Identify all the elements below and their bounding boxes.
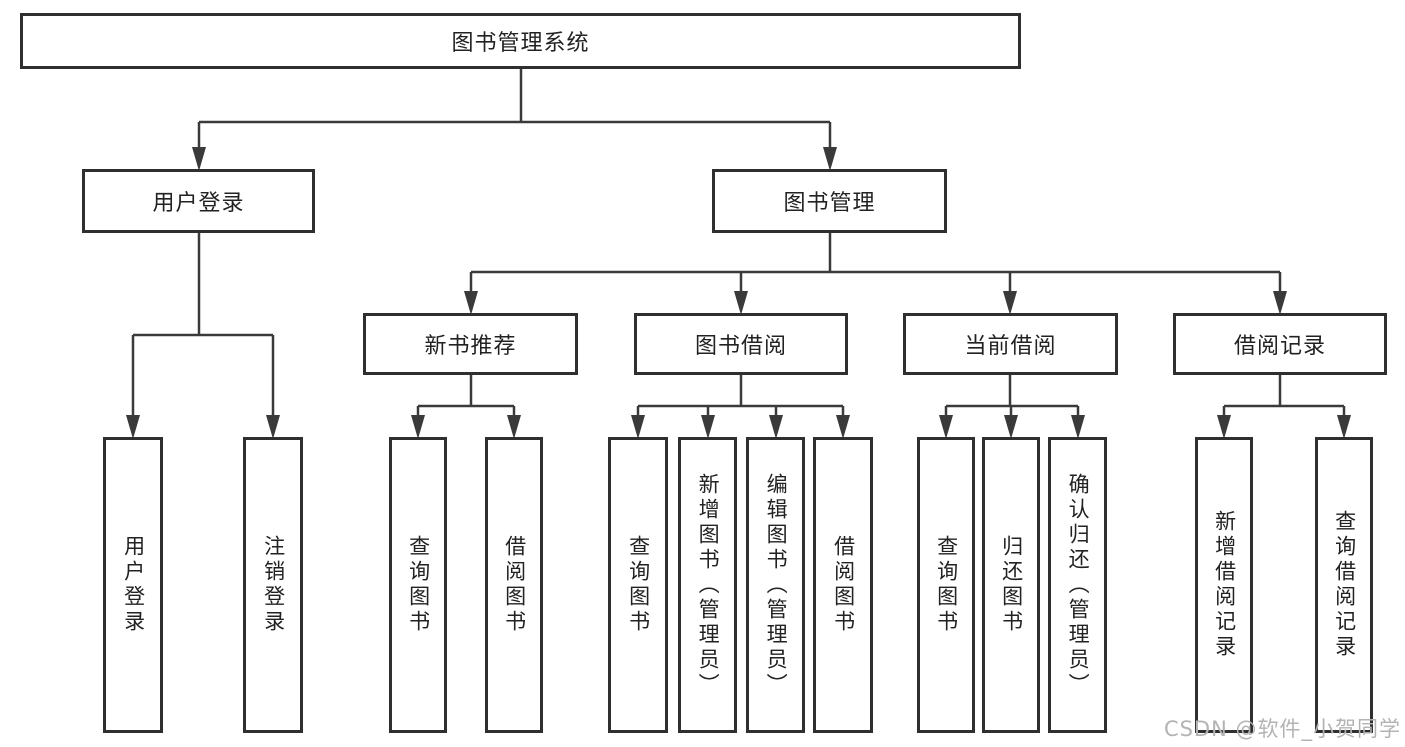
- leaf-add-books-admin: 新增图书（管理员）: [678, 437, 737, 733]
- node-label: 借阅记录: [1233, 334, 1326, 359]
- leaf-label: 新增借阅记录: [1212, 510, 1237, 660]
- leaf-edit-books-admin: 编辑图书（管理员）: [746, 437, 805, 733]
- connector-borrow-records-to-leaves: [1217, 375, 1351, 439]
- node-library-management-system: 图书管理系统: [20, 13, 1021, 69]
- node-label: 当前借阅: [964, 334, 1057, 359]
- leaf-label: 确认归还（管理员）: [1066, 472, 1091, 698]
- leaf-query-books-3: 查询图书: [917, 437, 975, 733]
- leaf-logout: 注销登录: [243, 437, 303, 733]
- leaf-add-borrow-record: 新增借阅记录: [1195, 437, 1253, 733]
- leaf-label: 归还图书: [999, 535, 1024, 635]
- node-book-borrow: 图书借阅: [634, 313, 848, 375]
- leaf-label: 借阅图书: [831, 535, 856, 635]
- leaf-label: 查询借阅记录: [1332, 510, 1357, 660]
- node-borrow-records: 借阅记录: [1173, 313, 1387, 375]
- leaf-label: 注销登录: [261, 535, 286, 635]
- leaf-user-login: 用户登录: [103, 437, 163, 733]
- node-label: 图书借阅: [694, 334, 787, 359]
- leaf-query-books-2: 查询图书: [608, 437, 668, 733]
- leaf-label: 借阅图书: [502, 535, 527, 635]
- leaf-label: 编辑图书（管理员）: [764, 472, 789, 698]
- csdn-watermark: CSDN @软件_小贺同学: [1163, 717, 1401, 741]
- leaf-query-books-1: 查询图书: [389, 437, 447, 733]
- leaf-label: 查询图书: [626, 535, 651, 635]
- leaf-confirm-return-admin: 确认归还（管理员）: [1048, 437, 1107, 733]
- leaf-borrow-books-1: 借阅图书: [485, 437, 543, 733]
- node-label: 新书推荐: [424, 334, 517, 359]
- node-user-login: 用户登录: [82, 169, 315, 233]
- node-label: 用户登录: [152, 191, 245, 216]
- connector-new-book-recommend-to-leaves: [411, 375, 521, 439]
- connector-current-borrow-to-leaves: [939, 375, 1085, 439]
- connector-book-borrow-to-leaves: [631, 375, 850, 439]
- leaf-query-borrow-record: 查询借阅记录: [1315, 437, 1373, 733]
- connector-book-management-to-sections: [464, 233, 1287, 315]
- connector-root-to-level2: [192, 68, 837, 171]
- leaf-label: 用户登录: [121, 535, 146, 635]
- leaf-label: 查询图书: [934, 535, 959, 635]
- leaf-label: 新增图书（管理员）: [696, 472, 721, 698]
- node-label: 图书管理: [783, 191, 876, 216]
- leaf-label: 查询图书: [406, 535, 431, 635]
- node-label: 图书管理系统: [451, 31, 590, 56]
- node-new-book-recommend: 新书推荐: [363, 313, 578, 375]
- node-current-borrow: 当前借阅: [903, 313, 1118, 375]
- node-book-management: 图书管理: [712, 169, 947, 233]
- leaf-return-books: 归还图书: [982, 437, 1040, 733]
- leaf-borrow-books-2: 借阅图书: [813, 437, 873, 733]
- connector-user-login-to-leaves: [126, 233, 280, 439]
